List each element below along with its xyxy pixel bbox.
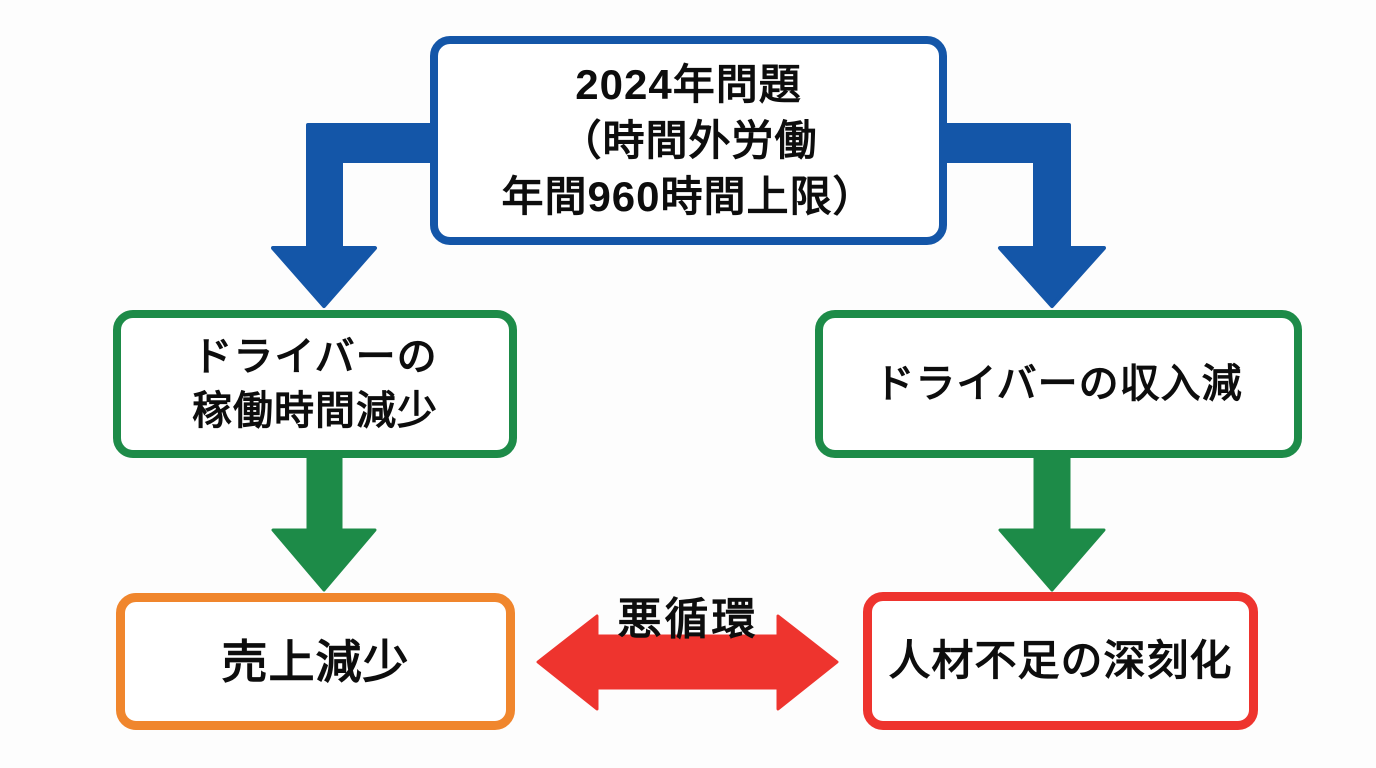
box-driver-hours-decrease-line2: 稼働時間減少 <box>192 389 438 433</box>
box-driver-hours-decrease-line1: ドライバーの <box>192 335 438 379</box>
box-2024-problem-line3: 年間960時間上限） <box>501 172 876 220</box>
box-2024-problem-line2: （時間外労働 <box>559 116 818 164</box>
box-labor-shortage: 人材不足の深刻化 <box>863 592 1258 730</box>
vicious-cycle-double-arrow-icon <box>536 614 839 711</box>
box-sales-decrease: 売上減少 <box>116 593 515 730</box>
box-sales-decrease-line1: 売上減少 <box>221 635 410 688</box>
box-driver-income-decrease: ドライバーの収入減 <box>815 310 1302 458</box>
arrow-problem-to-income-icon <box>944 123 1106 308</box>
box-2024-problem-line1: 2024年問題 <box>575 60 802 108</box>
arrow-problem-to-hours-icon <box>271 123 432 308</box>
arrow-hours-to-sales-icon <box>271 450 377 592</box>
box-2024-problem: 2024年問題 （時間外労働 年間960時間上限） <box>430 36 947 245</box>
box-driver-income-decrease-line1: ドライバーの収入減 <box>874 362 1243 406</box>
box-labor-shortage-line1: 人材不足の深刻化 <box>888 637 1233 684</box>
vicious-cycle-label: 悪循環 <box>617 595 759 644</box>
box-driver-hours-decrease: ドライバーの 稼働時間減少 <box>113 310 517 458</box>
arrow-income-to-shortage-icon <box>998 450 1106 592</box>
